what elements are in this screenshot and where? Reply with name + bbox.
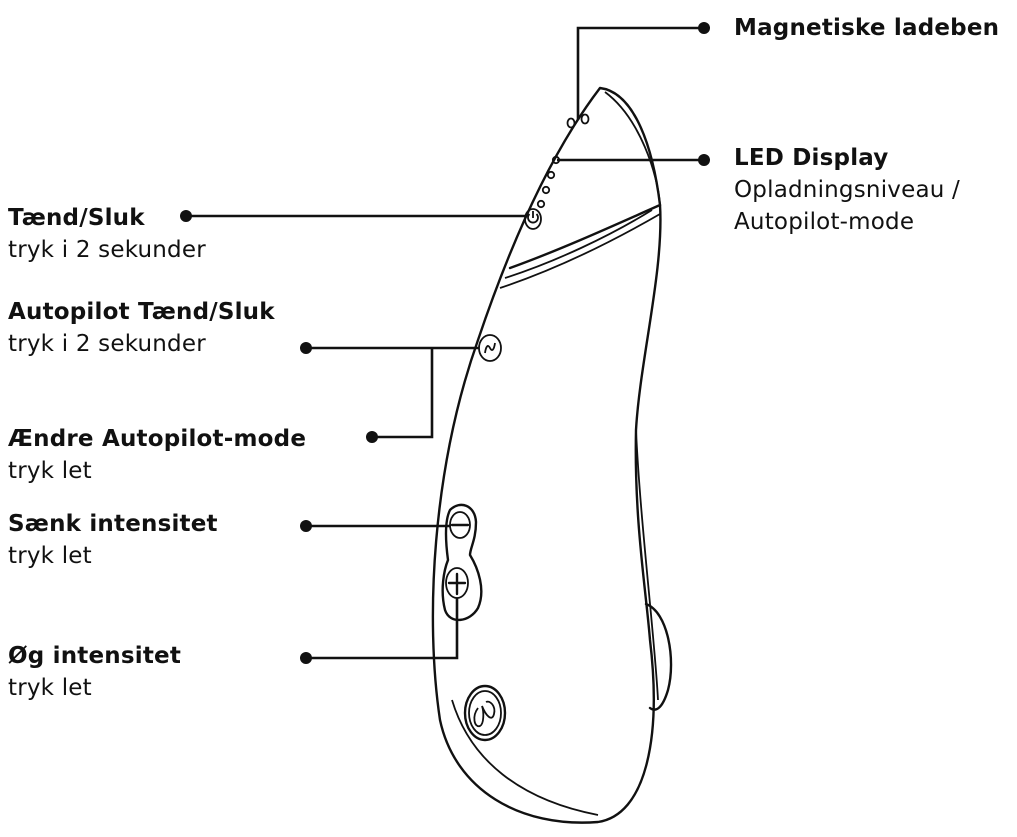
callout-subtitle: Opladningsniveau / — [734, 177, 960, 203]
callout-subtitle: tryk let — [8, 675, 92, 701]
autopilot-icon — [484, 342, 496, 354]
callout-increase: Øg intensitet tryk let — [8, 640, 181, 704]
callout-decrease: Sænk intensitet tryk let — [8, 508, 218, 572]
callout-subtitle: tryk let — [8, 458, 92, 484]
callout-led: LED Display Opladningsniveau / Autopilot… — [734, 142, 960, 238]
magnetic-pins — [566, 113, 590, 129]
power-icon — [527, 211, 539, 224]
magnetic-pin — [566, 117, 576, 129]
callout-title: Øg intensitet — [8, 643, 182, 669]
leader-dot — [698, 22, 710, 34]
brand-logo-icon — [473, 700, 496, 728]
callout-subtitle: tryk i 2 sekunder — [8, 237, 206, 263]
leader-increase — [306, 598, 459, 660]
power-button[interactable] — [524, 208, 542, 230]
callout-magnetic: Magnetiske ladeben — [734, 12, 999, 44]
callout-title: Ændre Autopilot-mode — [8, 426, 307, 452]
callout-power: Tænd/Sluk tryk i 2 sekunder — [8, 202, 206, 266]
plus-icon — [447, 572, 467, 596]
intensity-buttons — [441, 503, 483, 622]
led-dot — [541, 185, 551, 195]
leader-dot — [300, 652, 312, 664]
leader-dot — [180, 210, 192, 222]
callout-autopilot: Autopilot Tænd/Sluk tryk i 2 sekunder — [8, 296, 275, 360]
leader-dot — [698, 154, 710, 166]
increase-button[interactable] — [445, 567, 469, 599]
callout-subtitle: tryk i 2 sekunder — [8, 331, 206, 357]
magnetic-pin — [580, 113, 590, 125]
led-display — [536, 155, 561, 209]
leader-dot — [300, 520, 312, 532]
device-body — [431, 86, 673, 824]
callout-subtitle: tryk let — [8, 543, 92, 569]
leader-autopilot-mode — [372, 348, 434, 439]
callout-autopilot-mode: Ændre Autopilot-mode tryk let — [8, 423, 306, 487]
callout-title: Magnetiske ladeben — [734, 15, 1000, 41]
leader-lines — [180, 22, 710, 664]
autopilot-button[interactable] — [478, 334, 502, 362]
callout-title: LED Display — [734, 145, 889, 171]
callout-title: Tænd/Sluk — [8, 205, 145, 231]
leader-dot — [366, 431, 378, 443]
leader-dot — [300, 342, 312, 354]
led-dot — [536, 199, 546, 209]
decrease-button[interactable] — [449, 511, 471, 539]
led-dot — [546, 170, 556, 180]
callout-title: Autopilot Tænd/Sluk — [8, 299, 275, 325]
leader-magnetic — [576, 26, 704, 120]
callout-subtitle: Autopilot-mode — [734, 209, 915, 235]
brand-logo — [463, 684, 507, 742]
callout-title: Sænk intensitet — [8, 511, 218, 537]
